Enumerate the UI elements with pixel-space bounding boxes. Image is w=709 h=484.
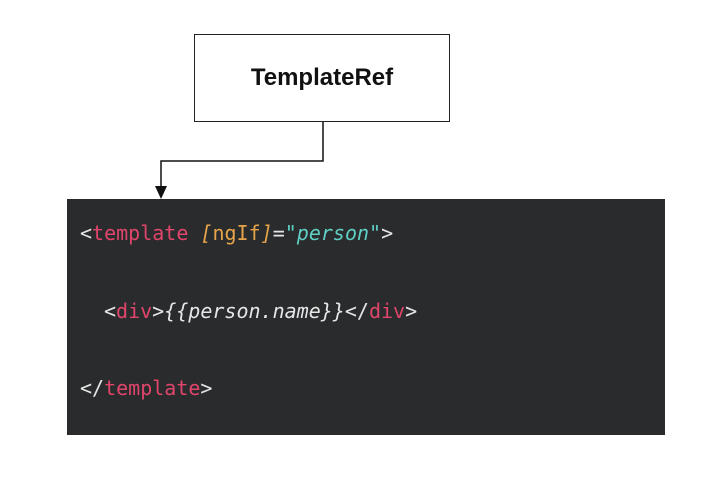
code-token-tag: template: [104, 376, 201, 400]
code-line-template-close: </template>: [80, 376, 212, 400]
code-token-interpolation: {{person.name}}: [164, 299, 345, 323]
arrowhead-icon: [155, 186, 167, 199]
code-token-lt: <: [104, 299, 117, 323]
code-token-gt: >: [405, 299, 418, 323]
code-line-div: <div>{{person.name}}</div>: [104, 299, 417, 323]
code-token-gt: >: [381, 221, 394, 245]
code-token-close-lt: </: [344, 299, 369, 323]
code-token-close-lt: </: [80, 376, 105, 400]
code-token-tag: template: [92, 221, 189, 245]
code-panel: <template [ngIf]="person"> <div>{{person…: [67, 199, 665, 435]
code-token-bracket-open: [: [200, 221, 213, 245]
code-line-template-open: <template [ngIf]="person">: [80, 221, 393, 245]
code-token-gt: >: [200, 376, 213, 400]
templateref-box: TemplateRef: [194, 34, 450, 122]
code-token-attr: ngIf: [212, 221, 261, 245]
templateref-label: TemplateRef: [250, 64, 394, 91]
code-token-tag-open: div: [116, 299, 153, 323]
code-token-tag-close: div: [368, 299, 406, 323]
connector-line: [160, 122, 324, 187]
code-token-string: "person": [284, 221, 382, 245]
code-token-gt: >: [152, 299, 165, 323]
code-token-bracket-close: ]: [260, 221, 273, 245]
code-token-equals: =: [272, 221, 285, 245]
code-token-space: [188, 221, 200, 245]
code-token-lt: <: [80, 221, 93, 245]
